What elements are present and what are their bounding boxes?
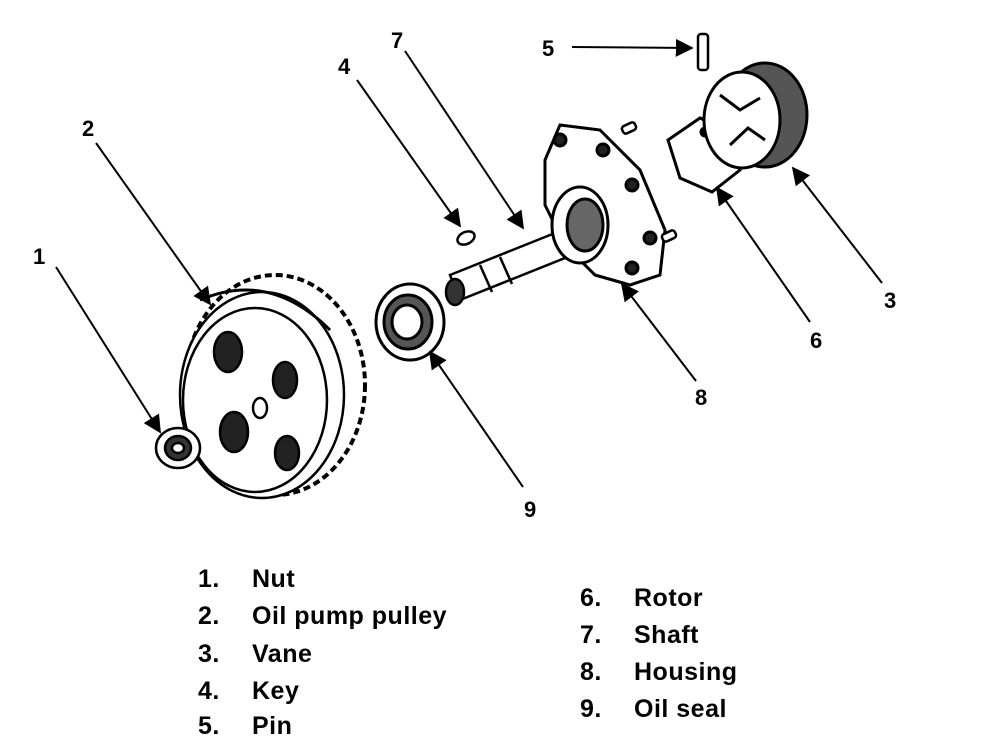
legend-item-1: 1.Nut bbox=[198, 565, 296, 593]
callout-9: 9 bbox=[524, 497, 536, 522]
leader-lines bbox=[55, 38, 883, 488]
oil-pump-pulley bbox=[178, 273, 367, 500]
dowel-pins bbox=[620, 121, 678, 243]
legend-item-2: 2.Oil pump pulley bbox=[198, 602, 448, 630]
callout-4: 4 bbox=[338, 54, 351, 79]
callout-2: 2 bbox=[82, 116, 94, 141]
pin bbox=[696, 32, 710, 72]
legend-item-7: 7.Shaft bbox=[580, 621, 699, 649]
legend-item-5: 5.Pin bbox=[198, 712, 293, 740]
legend-item-8: 8.Housing bbox=[580, 658, 738, 686]
housing bbox=[543, 123, 667, 287]
callout-8: 8 bbox=[695, 385, 707, 410]
legend-item-6: 6.Rotor bbox=[580, 584, 704, 612]
legend-item-3: 3.Vane bbox=[198, 640, 313, 668]
nut bbox=[154, 426, 202, 470]
legend-item-4: 4.Key bbox=[198, 677, 300, 705]
callout-5: 5 bbox=[542, 36, 554, 61]
vane bbox=[702, 61, 809, 170]
oil-seal bbox=[374, 282, 446, 362]
callout-7: 7 bbox=[391, 28, 403, 53]
key bbox=[456, 230, 476, 246]
callout-1: 1 bbox=[33, 244, 45, 269]
callout-6: 6 bbox=[810, 328, 822, 353]
callout-3: 3 bbox=[884, 288, 896, 313]
legend-item-9: 9.Oil seal bbox=[580, 695, 727, 723]
